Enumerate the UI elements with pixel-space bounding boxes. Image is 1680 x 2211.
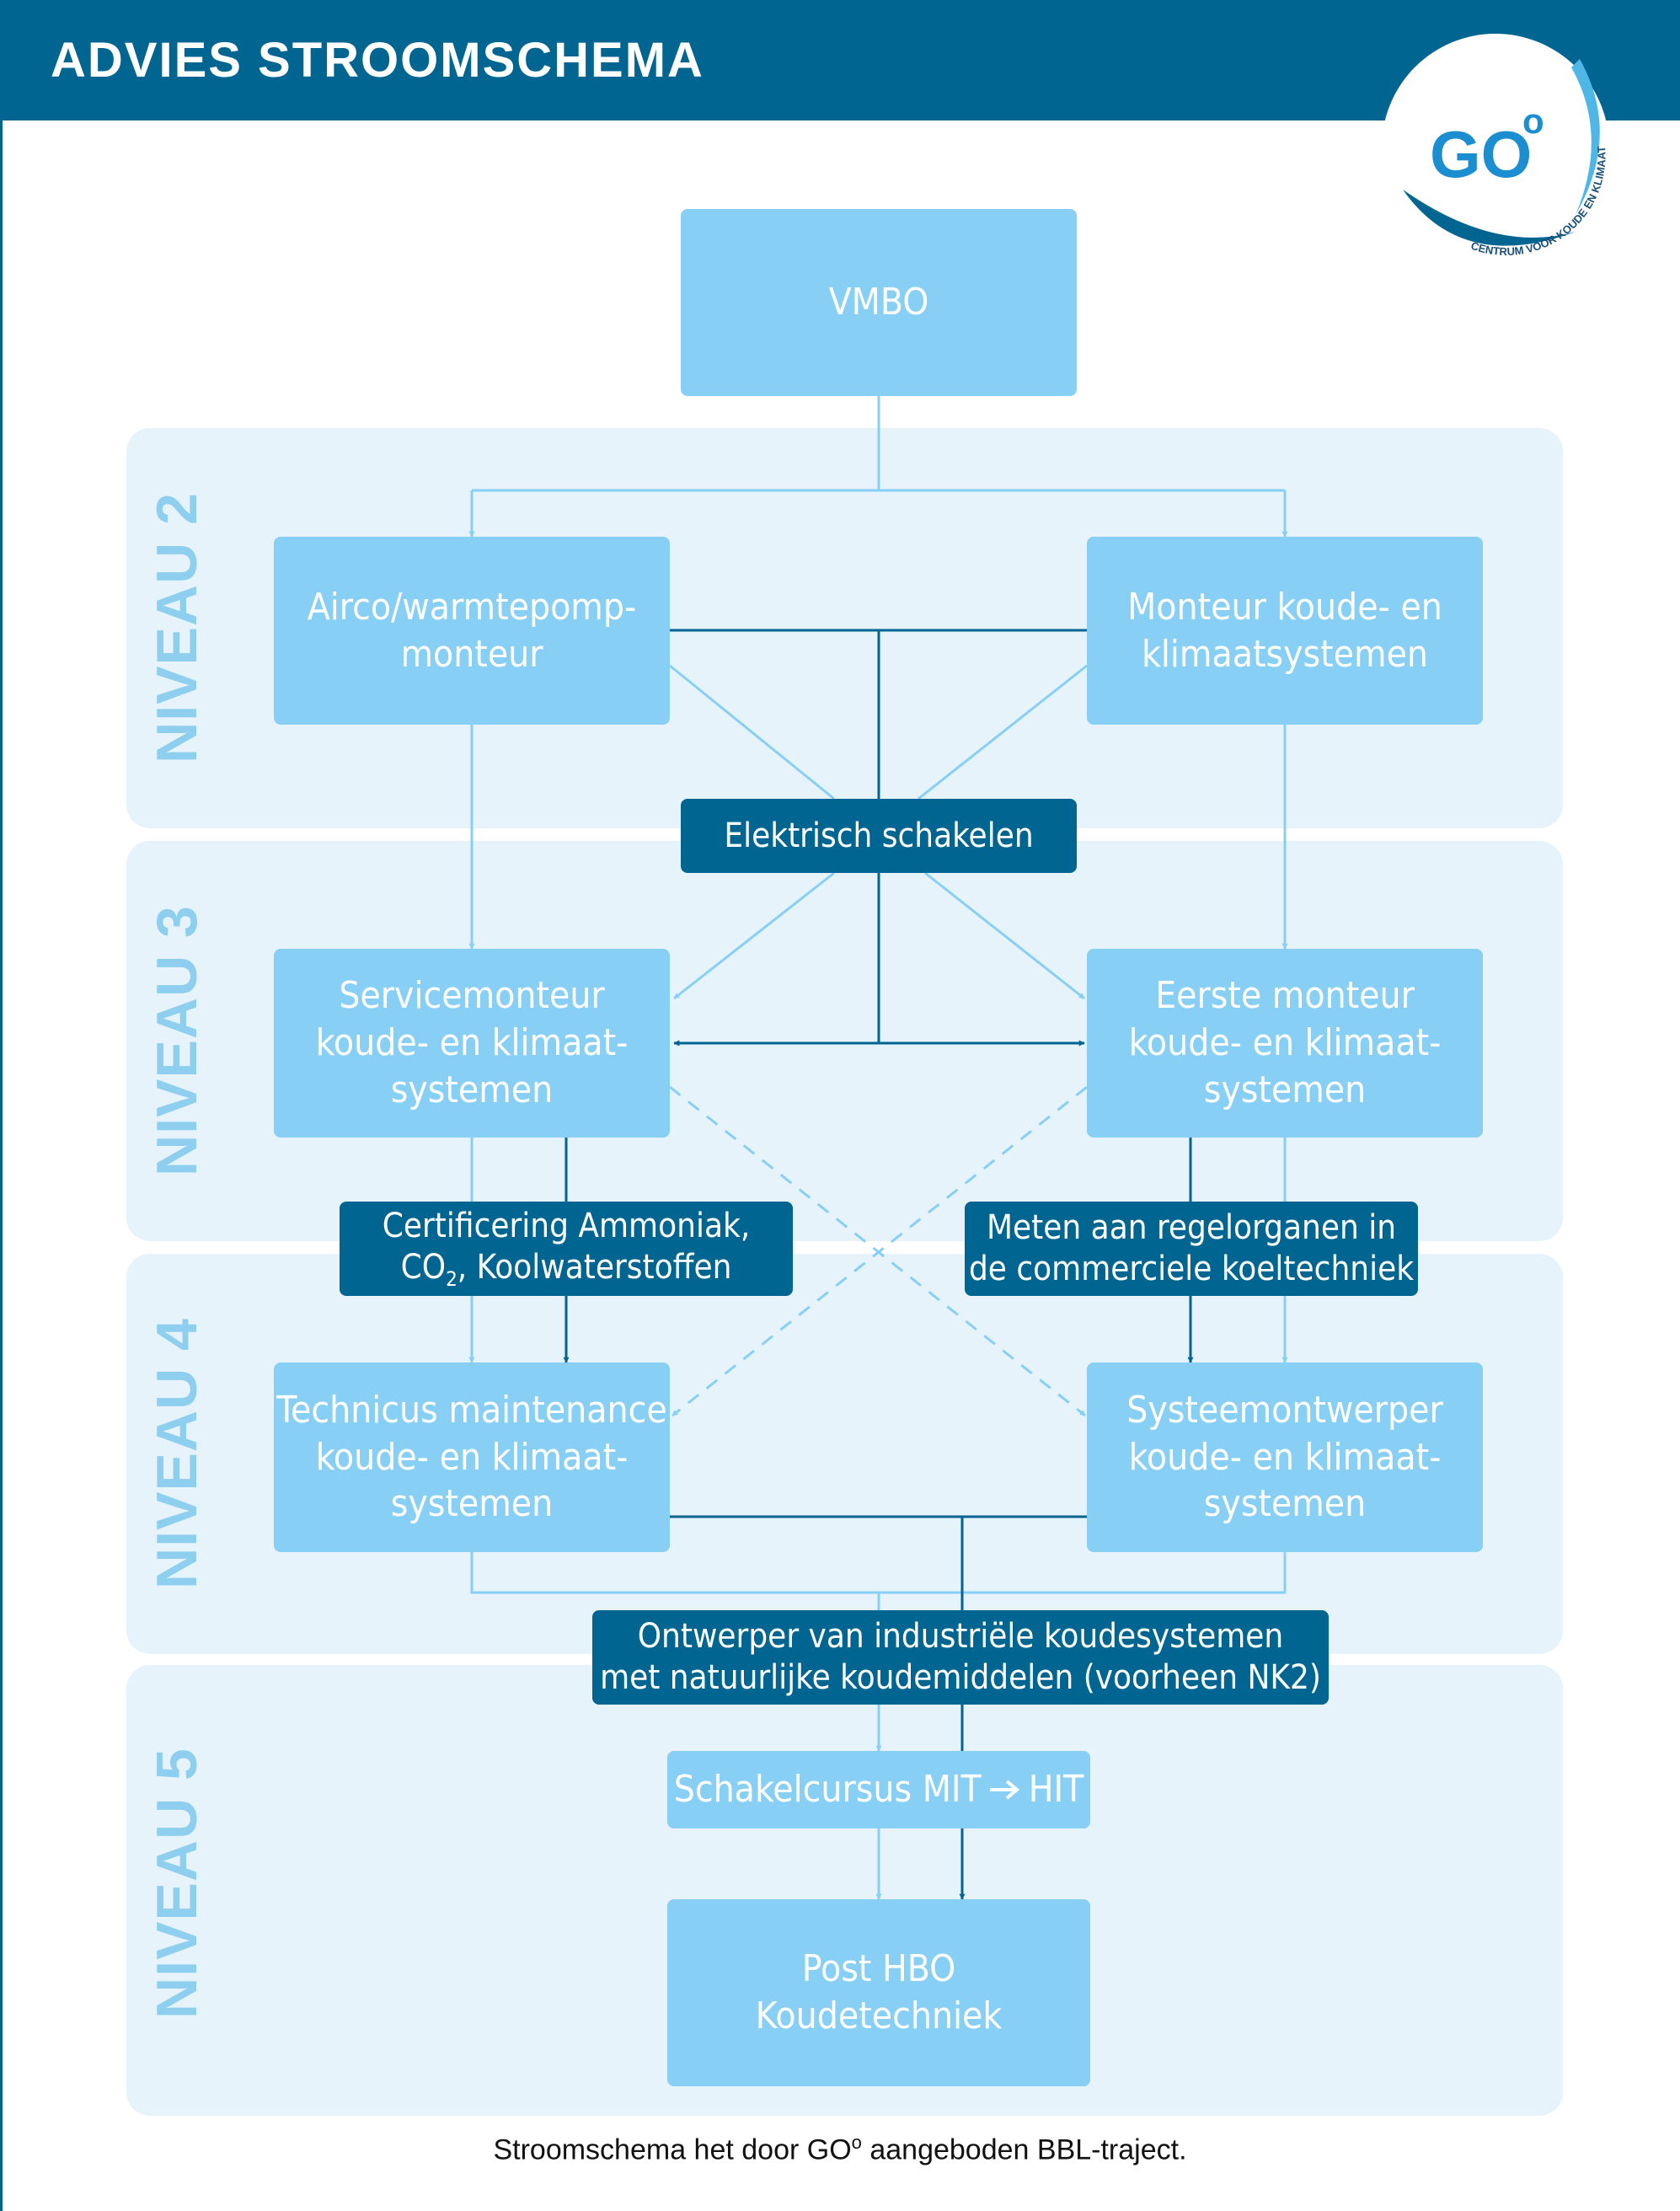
caption: Stroomschema het door GOo aangeboden BBL… bbox=[493, 2132, 1187, 2166]
box-certificering: Certificering Ammoniak, CO2, Koolwaterst… bbox=[340, 1202, 793, 1296]
box-elektrisch-label: Elektrisch schakelen bbox=[724, 816, 1034, 855]
box-schakel-label-a: Schakelcursus MIT bbox=[673, 1768, 982, 1812]
box-technicus-maintenance: Technicus maintenance koude- en klimaat-… bbox=[274, 1362, 670, 1552]
box-vmbo-label: VMBO bbox=[828, 281, 929, 324]
box-post-hbo: Post HBO Koudetechniek bbox=[667, 1899, 1090, 2086]
logo-mark: GO bbox=[1430, 117, 1532, 191]
box-vmbo: VMBO bbox=[681, 209, 1077, 396]
box-meten-label: Meten aan regelorganen in de commerciele… bbox=[968, 1208, 1415, 1288]
box-meten-regelorganen: Meten aan regelorganen in de commerciele… bbox=[965, 1202, 1418, 1296]
arrow-right-icon bbox=[989, 1780, 1019, 1800]
box-eerste-monteur-label: Eerste monteur koude- en klimaat- system… bbox=[1128, 974, 1442, 1111]
box-systeemontwerper: Systeemontwerper koude- en klimaat- syst… bbox=[1087, 1362, 1483, 1552]
box-ontwerper-industriele: Ontwerper van industriële koudesystemen … bbox=[592, 1610, 1329, 1705]
box-post-hbo-label: Post HBO Koudetechniek bbox=[755, 1947, 1003, 2037]
box-certificering-line2: CO2, Koolwaterstoffen bbox=[400, 1247, 732, 1291]
page-title: ADVIES STROOMSCHEMA bbox=[51, 33, 704, 88]
box-airco-label: Airco/warmtepomp- monteur bbox=[307, 585, 637, 676]
logo-degree: o bbox=[1522, 101, 1544, 141]
box-elektrisch-schakelen: Elektrisch schakelen bbox=[681, 799, 1077, 873]
box-servicemonteur: Servicemonteur koude- en klimaat- system… bbox=[274, 949, 670, 1138]
box-technicus-label: Technicus maintenance koude- en klimaat-… bbox=[276, 1388, 667, 1526]
box-monteur-koude: Monteur koude- en klimaatsystemen bbox=[1087, 537, 1483, 725]
arrow-elektrisch-service bbox=[673, 871, 835, 1000]
box-schakelcursus: Schakelcursus MIT HIT bbox=[667, 1751, 1090, 1828]
diag-airco-elektrisch bbox=[669, 664, 835, 800]
box-schakel-label-b: HIT bbox=[1028, 1768, 1084, 1812]
header-bar: ADVIES STROOMSCHEMA bbox=[0, 0, 1680, 120]
dashed-eerste-technicus bbox=[671, 1085, 1088, 1417]
frame-border bbox=[0, 120, 3, 2211]
box-monteur-label: Monteur koude- en klimaatsystemen bbox=[1127, 585, 1442, 676]
box-certificering-line1: Certificering Ammoniak, bbox=[382, 1206, 751, 1245]
arrow-elektrisch-eerste bbox=[924, 871, 1085, 1000]
go-logo: GO o CENTRUM VOOR KOUDE EN KLIMAAT bbox=[1382, 34, 1609, 261]
box-eerste-monteur: Eerste monteur koude- en klimaat- system… bbox=[1087, 949, 1483, 1138]
connector-bottom-loop bbox=[470, 1552, 1287, 1594]
box-servicemonteur-label: Servicemonteur koude- en klimaat- system… bbox=[315, 974, 629, 1111]
dashed-service-systeem bbox=[669, 1085, 1086, 1417]
diag-monteur-elektrisch bbox=[918, 664, 1088, 800]
box-ontwerper-label: Ontwerper van industriële koudesystemen … bbox=[600, 1617, 1321, 1697]
box-systeem-label: Systeemontwerper koude- en klimaat- syst… bbox=[1126, 1388, 1443, 1526]
box-airco-warmtepompmonteur: Airco/warmtepomp- monteur bbox=[274, 537, 670, 725]
